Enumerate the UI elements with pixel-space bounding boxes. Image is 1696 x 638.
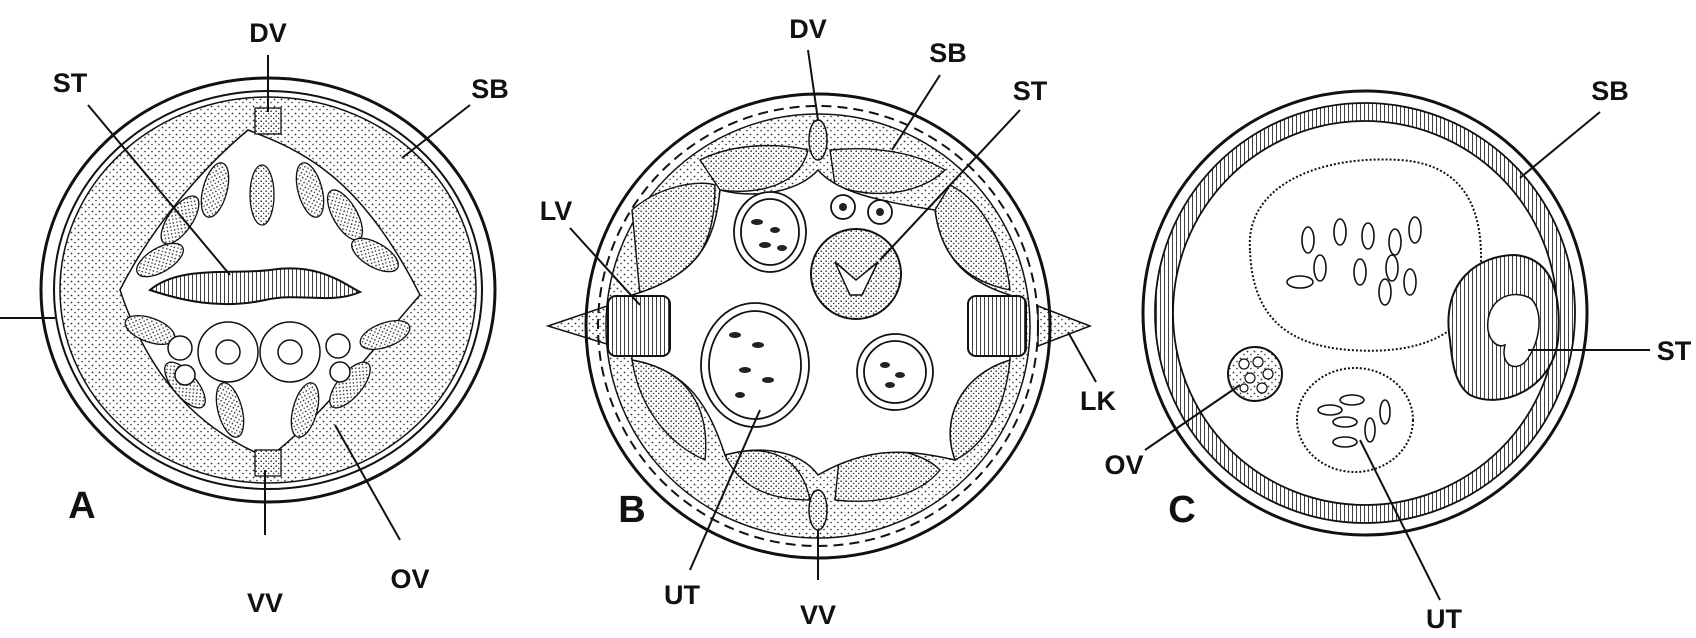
panel-b-letter: B (618, 489, 645, 531)
panel-b-label-st: ST (1013, 76, 1048, 106)
panel-a-leader-sb (402, 105, 470, 158)
panel-c: SB ST OV UT C (1104, 76, 1691, 634)
panel-b-label-vv: VV (800, 600, 836, 630)
panel-a-letter: A (68, 485, 95, 527)
panel-a-label-ov: OV (390, 564, 429, 594)
panel-b-label-dv: DV (789, 14, 827, 44)
panel-c-label-ov: OV (1104, 450, 1143, 480)
panel-c-leader-sb (1520, 112, 1600, 178)
panel-a-ventral-cord (255, 450, 281, 476)
panel-c-letter: C (1168, 489, 1195, 531)
panel-b-lateral-cord-right (968, 296, 1026, 356)
panel-c-label-sb: SB (1591, 76, 1629, 106)
panel-a-label-st: ST (53, 68, 88, 98)
panel-c-label-st: ST (1657, 336, 1692, 366)
panel-c-ovary (1228, 347, 1282, 401)
panel-a-label-vv: VV (247, 588, 283, 618)
panel-b-lateral-keel-left (548, 305, 610, 345)
panel-c-label-ut: UT (1426, 604, 1462, 634)
panel-b-leader-lk (1068, 332, 1096, 382)
panel-b: DV SB ST LV LK UT VV B (540, 14, 1117, 630)
panel-b-label-lv: LV (540, 196, 573, 226)
panel-b-dorsal-cord (809, 120, 827, 160)
panel-a-label-dv: DV (249, 18, 287, 48)
panel-b-lateral-keel-right (1038, 306, 1090, 346)
panel-b-leader-dv (808, 50, 818, 120)
panel-c-uterus-upper (1250, 159, 1481, 350)
panel-b-label-sb: SB (929, 38, 967, 68)
panel-b-label-ut: UT (664, 580, 700, 610)
panel-b-intestine (811, 229, 901, 319)
panel-b-ventral-cord (809, 490, 827, 530)
panel-b-label-lk: LK (1080, 386, 1116, 416)
panel-a-label-sb: SB (471, 74, 509, 104)
panel-a: DV ST SB VV OV A (0, 18, 509, 618)
